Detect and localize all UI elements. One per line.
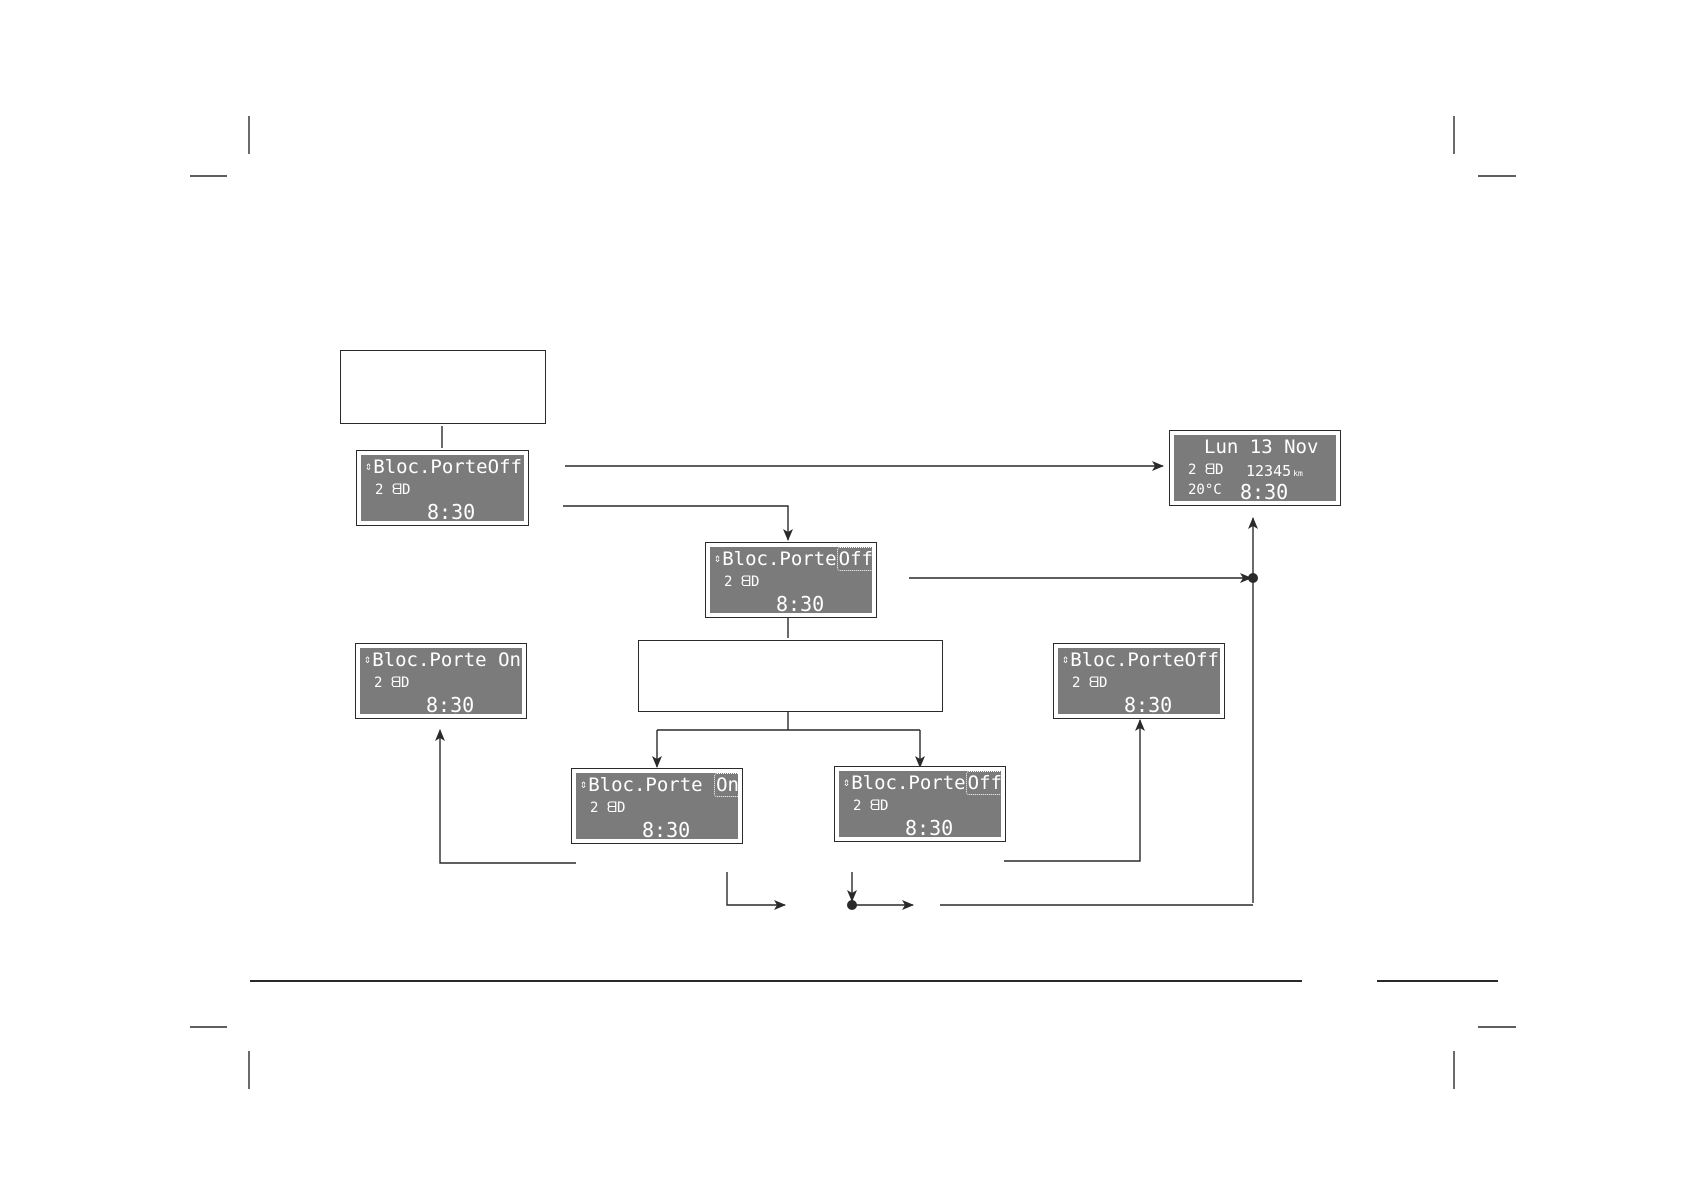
gear-value: 2 [853, 798, 862, 814]
lcd-row-lights: 2 ᗺD [1188, 462, 1223, 478]
menu-label: Bloc.Porte [372, 649, 487, 671]
odometer-value: 12345 [1246, 462, 1292, 480]
headlamp-icon: ᗺD [869, 798, 889, 814]
clock: 8:30 [1240, 480, 1289, 504]
up-down-arrows-icon: ⇕ [365, 459, 373, 473]
lcd-row-lights: 2 ᗺD [590, 800, 625, 816]
blank-box-middle [638, 640, 943, 712]
headlamp-icon: ᗺD [1204, 462, 1224, 478]
lcd-screen-result-off: ⇕Bloc.PorteOff 2 ᗺD 8:30 [1053, 643, 1225, 719]
lcd-row-label: ⇕Bloc.PorteOff [1062, 649, 1219, 671]
menu-label: Bloc.Porte [373, 456, 488, 478]
up-down-arrows-icon: ⇕ [364, 652, 372, 666]
lcd-row-lights: 2 ᗺD [853, 798, 888, 814]
lcd-display: ⇕Bloc.Porte On 2 ᗺD 8:30 [576, 773, 741, 842]
clock: 8:30 [642, 818, 691, 842]
gear-value: 2 [1188, 462, 1197, 478]
lcd-display: ⇕Bloc.Porte On 2 ᗺD 8:30 [360, 648, 522, 717]
arrow-bottom-left [726, 872, 786, 910]
lcd-row-lights: 2 ᗺD [375, 482, 410, 498]
junction-dot [1248, 573, 1258, 583]
menu-state: Off [487, 456, 522, 478]
gear-value: 2 [1072, 675, 1081, 691]
menu-state: Off [1184, 649, 1219, 671]
headlamp-icon: ᗺD [1088, 675, 1108, 691]
menu-label: Bloc.Porte [722, 548, 837, 570]
clock: 8:30 [1124, 693, 1173, 717]
gear-value: 2 [375, 482, 384, 498]
headlamp-icon: ᗺD [390, 675, 410, 691]
temperature: 20°C [1188, 482, 1222, 498]
lcd-row-label: ⇕Bloc.PorteOff [365, 456, 522, 478]
up-down-arrows-icon: ⇕ [843, 775, 851, 789]
lcd-screen-result-on: ⇕Bloc.Porte On 2 ᗺD 8:30 [355, 643, 527, 719]
headlamp-icon: ᗺD [391, 482, 411, 498]
odometer-unit: km [1293, 469, 1303, 478]
clock: 8:30 [427, 500, 476, 524]
clock: 8:30 [905, 816, 954, 840]
menu-state-highlighted: Off [836, 547, 875, 571]
headlamp-icon: ᗺD [606, 800, 626, 816]
menu-label: Bloc.Porte [588, 774, 703, 796]
clock: 8:30 [426, 693, 475, 717]
lcd-screen-menu: ⇕Bloc.PorteOff 2 ᗺD 8:30 [356, 450, 529, 526]
up-down-arrows-icon: ⇕ [714, 551, 722, 565]
gear-value: 2 [374, 675, 383, 691]
up-down-arrows-icon: ⇕ [1062, 652, 1070, 666]
lcd-screen-choose-on: ⇕Bloc.Porte On 2 ᗺD 8:30 [571, 768, 743, 844]
gear-value: 2 [724, 574, 733, 590]
lcd-row-label: ⇕Bloc.Porte On [364, 649, 521, 671]
lcd-row-lights: 2 ᗺD [724, 574, 759, 590]
lcd-row-lights: 2 ᗺD [1072, 675, 1107, 691]
gear-value: 2 [590, 800, 599, 816]
menu-label: Bloc.Porte [851, 772, 966, 794]
lcd-display: ⇕Bloc.PorteOff 2 ᗺD 8:30 [361, 455, 524, 524]
lcd-row-label: ⇕Bloc.Porte On [580, 773, 741, 797]
up-down-arrows-icon: ⇕ [580, 777, 588, 791]
arrow-to-result-off [1004, 719, 1145, 862]
clock: 8:30 [776, 592, 825, 616]
lcd-display: ⇕Bloc.PorteOff 2 ᗺD 8:30 [1058, 648, 1220, 717]
date: Lun 13 Nov [1204, 436, 1319, 458]
menu-label: Bloc.Porte [1070, 649, 1185, 671]
lcd-row-lights: 2 ᗺD [374, 675, 409, 691]
menu-state-highlighted: Off [965, 771, 1004, 795]
menu-state-highlighted: On [714, 773, 741, 797]
arrow-menu-to-select [563, 505, 793, 541]
menu-state: On [498, 649, 521, 671]
arrow-to-result-on [435, 729, 576, 864]
junction-dot [847, 900, 857, 910]
headlamp-icon: ᗺD [740, 574, 760, 590]
blank-box-top [340, 350, 546, 424]
